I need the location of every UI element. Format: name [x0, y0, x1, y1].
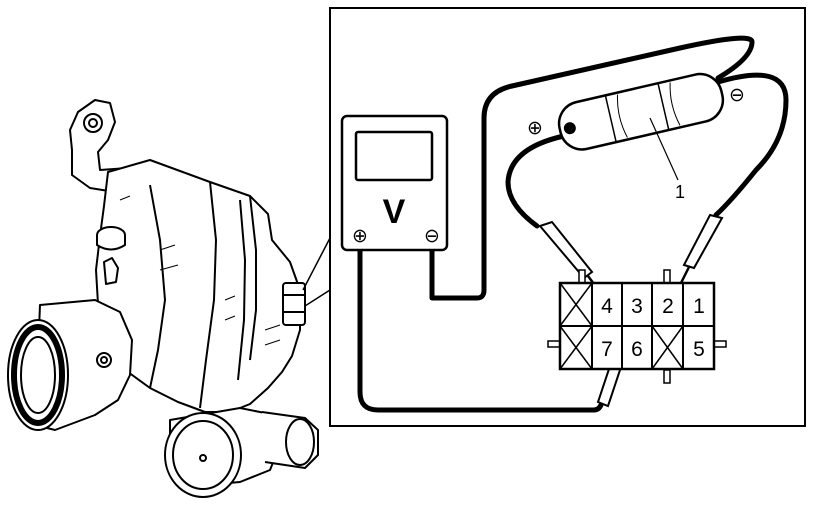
connector-pin-1: 1 [693, 295, 705, 318]
battery-callout-leader [649, 117, 679, 181]
connector-pin-6: 6 [631, 338, 643, 361]
voltmeter-symbol: V [383, 193, 406, 231]
battery [557, 72, 725, 151]
voltmeter-minus-terminal: ⊖ [424, 226, 440, 247]
voltmeter-display [354, 130, 434, 182]
voltmeter: V ⊕ ⊖ [340, 114, 449, 252]
battery-plus-sign: ⊕ [527, 118, 543, 139]
connector-pin-4: 4 [601, 295, 613, 318]
voltmeter-plus-terminal: ⊕ [352, 226, 368, 247]
connector-pin-3: 3 [631, 295, 643, 318]
battery-positive-terminal [563, 122, 576, 135]
battery-callout-number: 1 [675, 182, 685, 202]
connector-pin-5: 5 [693, 338, 705, 361]
connector: 4 3 2 1 7 6 5 [547, 269, 727, 384]
wires [357, 35, 789, 413]
connector-pin-7: 7 [601, 338, 613, 361]
connector-pin-2: 2 [662, 295, 674, 318]
detail-leader [302, 237, 331, 307]
component-illustration [7, 99, 319, 498]
battery-minus-sign: ⊖ [729, 85, 745, 106]
